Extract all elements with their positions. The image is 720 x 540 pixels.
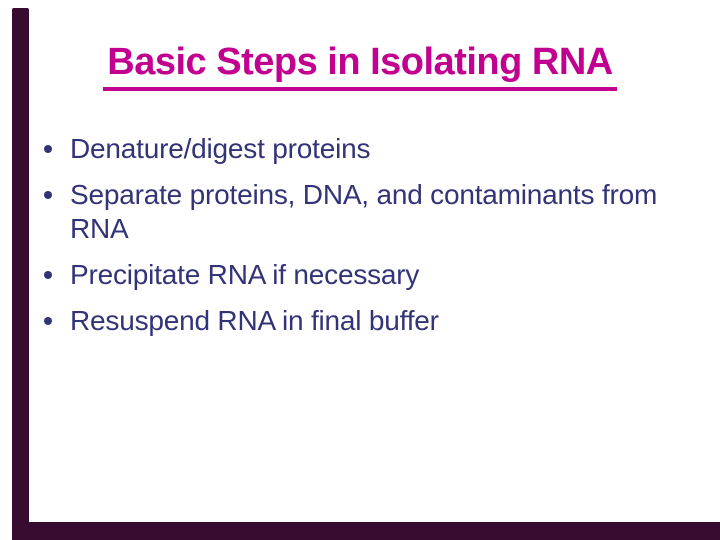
bullet-icon: [44, 190, 52, 199]
slide-title-text: Basic Steps in Isolating RNA: [103, 40, 617, 91]
bullet-item: Separate proteins, DNA, and contaminants…: [44, 178, 692, 246]
slide-frame-bottom-bar: [12, 522, 720, 540]
bullet-icon: [44, 270, 52, 279]
bullet-item: Denature/digest proteins: [44, 132, 692, 166]
slide-title: Basic Steps in Isolating RNA: [0, 0, 720, 91]
bullet-icon: [44, 144, 52, 153]
bullet-item: Precipitate RNA if necessary: [44, 258, 692, 292]
bullet-text: Denature/digest proteins: [70, 132, 371, 164]
bullet-item: Resuspend RNA in final buffer: [44, 304, 692, 338]
bullet-list: Denature/digest proteins Separate protei…: [44, 132, 692, 338]
bullet-icon: [44, 316, 52, 325]
bullet-text: Precipitate RNA if necessary: [70, 258, 420, 290]
bullet-text: Separate proteins, DNA, and contaminants…: [70, 178, 658, 244]
slide-frame-left-bar: [12, 8, 29, 540]
bullet-text: Resuspend RNA in final buffer: [70, 304, 439, 336]
